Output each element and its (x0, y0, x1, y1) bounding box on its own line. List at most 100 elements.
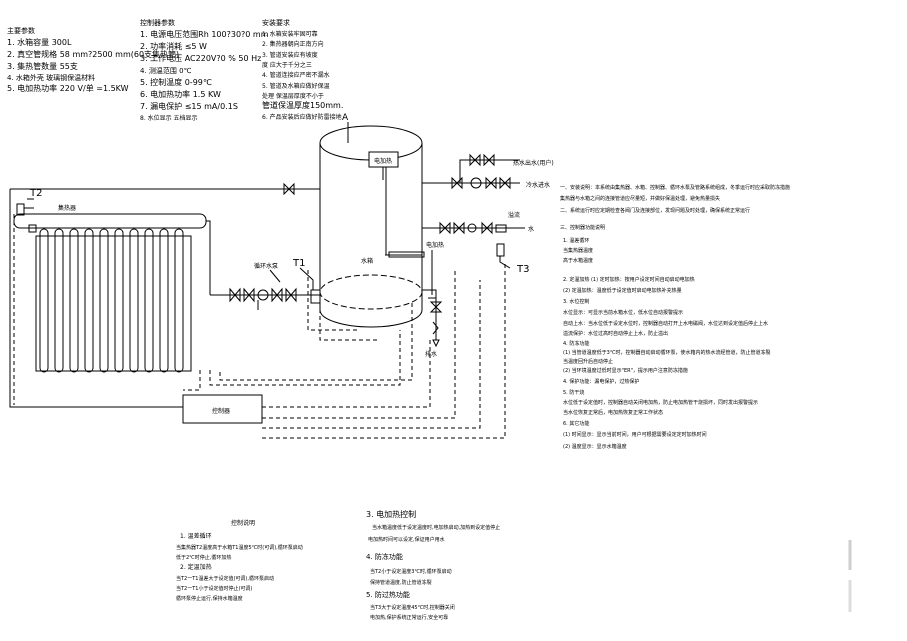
tank-top-box-label: 电加热 (374, 157, 392, 165)
bottom-right-notes: 3. 电加热控制 当水箱温度低于设定温度时,电加热启动,加热到设定值停止 电加热… (366, 509, 500, 621)
svg-text:水: 水 (528, 225, 534, 233)
spec-c-line: 2. 集热器朝向正南方向 (262, 40, 324, 48)
spec-b-line: 6. 电加热功率 1.5 KW (140, 89, 221, 99)
note-line: (1) 当管道温度低于3℃时，控制器自动启动循环泵，使水箱内的热水流经管道，防止… (563, 349, 770, 356)
sensor-t3-label: T3 (516, 264, 529, 275)
bottom-left-line: 2. 定温加热 (180, 563, 212, 571)
note-line: 当温度回升后自动停止 (563, 358, 613, 365)
bottom-left-title: 控制说明 (231, 519, 255, 527)
note-line: 4. 保护功能：漏电保护，过热保护 (563, 378, 639, 385)
bottom-left-line: 循环泵停止运行,保持水箱温度 (176, 595, 243, 602)
spec-b-line: 4. 测温范围 0℃ (140, 66, 192, 75)
bottom-left-line: 当T2一T1温差大于设定值(可调),循环泵启动 (176, 575, 274, 582)
water-tank: 水箱 A 电加热 电加热 (319, 113, 444, 328)
collector-label: 集热器 (58, 204, 76, 212)
note-line: (2) 定温加热：温度低于设定值时启动电加热补充热量 (563, 287, 682, 294)
spec-c-line: 6. 产品安装后应做好防雷接地 (262, 113, 342, 121)
bottom-right-title: 3. 电加热控制 (366, 509, 416, 519)
note-line: 高于水箱温度 (563, 257, 593, 264)
bottom-right-line: 4. 防冻功能 (366, 552, 403, 561)
bottom-right-line: 保持管道温度,防止管道冻裂 (370, 579, 432, 586)
bottom-left-line: 当T2一T1小于设定值时停止(可调) (176, 585, 252, 592)
note-line: 1. 温差循环 (563, 237, 589, 244)
note-line: 二、系统运行时应定期检查各阀门及连接部位，发现问题及时处理，确保系统正常运行 (560, 207, 750, 214)
bottom-right-line: 当T2小于设定温度3℃时,循环泵启动 (370, 568, 452, 575)
bottom-left-line: 当集热器T2温度高于水箱T1温度5℃时(可调),循环泵启动 (176, 544, 303, 551)
sensor-t1: T1 (292, 258, 321, 304)
control-wiring (13, 214, 506, 439)
spec-c-line: 3. 管道安装应有坡度 (262, 51, 318, 59)
spec-c-line: 度 应大于千分之三 (262, 61, 312, 69)
bottom-right-line: 当T3大于设定温度45℃时,控制器关闭 (370, 604, 455, 611)
pipes (9, 159, 520, 408)
note-line: 当水位恢复正常后，电加热恢复正常工作状态 (563, 409, 663, 416)
note-line: 水位显示：可显示当前水箱水位，低水位自动报警提示 (563, 309, 683, 316)
bottom-left-notes: 控制说明 1. 温差循环 当集热器T2温度高于水箱T1温度5℃时(可调),循环泵… (176, 519, 303, 602)
spec-b-line: 8. 水位显示 五档显示 (140, 114, 198, 122)
spec-c-title: 安装要求 (262, 18, 290, 27)
spec-a-line: 5. 电加热功率 220 V/单 =1.5KW (7, 83, 129, 93)
note-line: 6. 其它功能 (563, 420, 589, 427)
spec-b-line: 7. 漏电保护 ≤15 mA/0.1S (140, 101, 238, 111)
spec-b-line: 1. 电源电压范围Rh 100?30?0 mm (140, 29, 269, 39)
spec-a-title: 主要参数 (7, 26, 35, 35)
spec-a-line: 1. 水箱容量 300L (7, 37, 72, 47)
note-line: 水位低于设定值时，控制器自动关闭电加热，防止电加热管干烧损坏，同时发出报警提示 (563, 399, 758, 406)
note-line: 3. 水位控制 (563, 298, 589, 305)
note-line: 溢流保护：水位过高时自动停止上水，防止溢出 (563, 330, 668, 337)
hot-water-outlet: 热水出水(用户) 冷水进水 (451, 153, 554, 190)
note-line: 2. 定温加热 (1) 定时加热：按用户设定时间自动启动电加热 (563, 276, 695, 283)
spec-block-b: 控制器参数 1. 电源电压范围Rh 100?30?0 mm 2. 功率消耗 ≤5… (140, 18, 269, 122)
gate-valve (283, 182, 295, 196)
drain-valve: 排水 (425, 301, 443, 358)
cold-in-label: 冷水进水 (526, 181, 550, 189)
spec-a-line: 2. 真空管规格 58 mm?2500 mm(60支集热管) (7, 49, 179, 59)
spec-c-line: 5. 管道及水箱应做好保温 (262, 82, 330, 90)
spec-c-line: 4. 管道连接应严密不漏水 (262, 71, 330, 79)
marker-a: A (342, 113, 349, 123)
notes-block: 一、安装说明：本系统由集热器、水箱、控制器、循环水泵及管路系统组成，冬季运行时应… (560, 184, 790, 450)
bottom-right-line: 电加热时间可以设定,保证用户用水 (368, 536, 445, 543)
spec-block-a: 主要参数 1. 水箱容量 300L 2. 真空管规格 58 mm?2500 mm… (7, 26, 179, 93)
spec-c-line: 处理 保温层厚度不小于 (262, 92, 324, 100)
bottom-right-line: 电加热,保护系统正常运行,安全可靠 (370, 614, 448, 621)
spec-b-line: 5. 控制温度 0-99℃ (140, 77, 212, 87)
spec-b-line: 2. 功率消耗 ≤5 W (140, 41, 207, 51)
bottom-left-line: 1. 温差循环 (180, 532, 212, 540)
sensor-t1-label: T1 (292, 258, 305, 269)
note-line: 三、控制器功能说明 (560, 224, 605, 231)
controller-label: 控制器 (212, 407, 230, 415)
circulation-pump: 循环水泵 (229, 262, 297, 310)
spec-b-title: 控制器参数 (140, 18, 175, 27)
spec-c-line: 1. 水箱安装牢固可靠 (262, 30, 318, 38)
note-line: (2) 温度显示：显示水箱温度 (563, 443, 627, 450)
note-line: 4. 防冻功能 (563, 340, 589, 347)
note-line: 一、安装说明：本系统由集热器、水箱、控制器、循环水泵及管路系统组成，冬季运行时应… (560, 184, 790, 191)
note-line: 当集热器温度 (563, 247, 593, 254)
solar-collector: 集热器 (13, 204, 207, 373)
sensor-t2-label: T2 (29, 188, 42, 199)
spec-a-line: 4. 水箱外壳 玻璃钢保温材料 (7, 73, 95, 82)
note-line: (1) 时间显示：显示当前时间，用户可根据需要设定定时加热时间 (563, 431, 707, 438)
spec-b-line: 3. 工作电压 AC220V?0 % 50 Hz (140, 53, 261, 63)
note-line: 5. 防干烧 (563, 389, 584, 396)
spec-block-c: 安装要求 1. 水箱安装牢固可靠 2. 集热器朝向正南方向 3. 管道安装应有坡… (262, 18, 343, 121)
pump-label: 循环水泵 (254, 262, 278, 270)
note-line: (2) 当环境温度过低时显示"ER"，提示用户注意防冻措施 (563, 367, 688, 374)
note-line: 自动上水：当水位低于设定水位时，控制器自动打开上水电磁阀，水位达到设定值后停止上… (563, 320, 768, 327)
controller: 控制器 (182, 394, 263, 424)
spec-a-line: 3. 集热管数量 55支 (7, 61, 78, 71)
note-line: 集热器与水箱之间的连接管道应尽量短，并做好保温处理，避免热量损失 (560, 195, 720, 202)
overflow-label: 溢流 (508, 211, 520, 219)
spec-c-line: 管道保温厚度150mm. (262, 100, 343, 110)
tank-label: 水箱 (361, 257, 373, 265)
collector-tubes (39, 228, 184, 373)
bottom-right-line: 当水箱温度低于设定温度时,电加热启动,加热到设定值停止 (372, 524, 500, 531)
bottom-left-line: 低于2℃时停止,循环加热 (176, 554, 231, 561)
drain-label: 排水 (425, 350, 437, 358)
hot-out-label: 热水出水(用户) (513, 159, 554, 167)
cold-water-inlet: 溢流 水 (439, 211, 534, 235)
sensor-t3: T3 (496, 243, 529, 275)
heater-label: 电加热 (426, 241, 444, 249)
